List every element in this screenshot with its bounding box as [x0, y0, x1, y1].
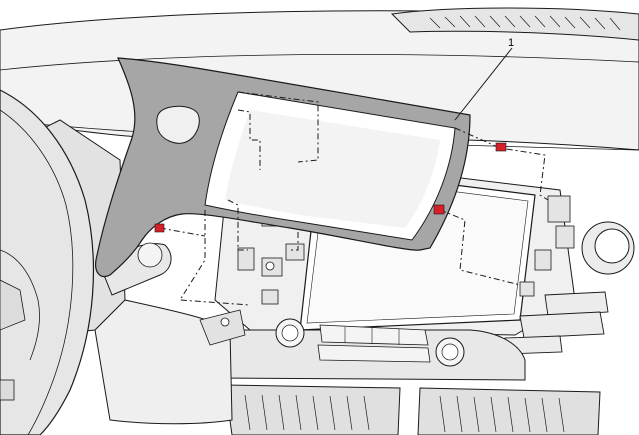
clip-inner-right: [433, 204, 445, 215]
right-mounting-bracket: [519, 195, 575, 297]
climate-button-row-2: [317, 344, 431, 363]
dashboard-crease: [0, 54, 639, 71]
clip-left: [154, 223, 165, 233]
display-trim-bezel: [95, 57, 471, 278]
retaining-clips: [154, 142, 507, 233]
clip-leader-lines: [159, 91, 549, 306]
defroster-vent: [390, 7, 639, 41]
right-switch-panel: [504, 291, 609, 355]
center-lower-vents: [224, 384, 601, 435]
clip-upper-right: [495, 142, 507, 152]
callout-label: 1: [508, 37, 514, 49]
steering-wheel-controls: [0, 279, 26, 331]
climate-button-row-1: [319, 324, 429, 346]
callout-1: 1: [454, 37, 514, 121]
hazard-button: [156, 105, 200, 144]
climate-control-panel: [210, 318, 526, 381]
lower-bracket: [199, 309, 246, 346]
lower-dash-panel: [94, 299, 233, 425]
steering-wheel: [0, 89, 94, 435]
right-round-vent: [581, 221, 635, 275]
